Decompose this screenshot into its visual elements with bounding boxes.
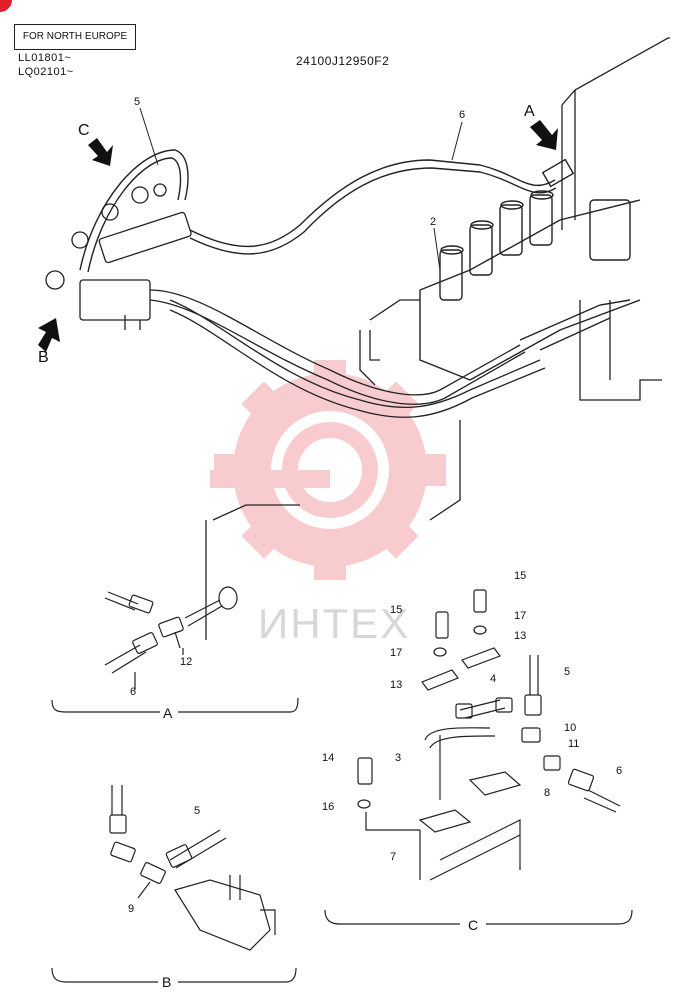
hose-6 <box>189 158 575 255</box>
arrow-c-icon <box>88 138 113 166</box>
serial-range-1: LL01801~ <box>18 52 72 64</box>
callout-5-detail-b: 5 <box>194 805 201 817</box>
callout-7: 7 <box>390 851 397 863</box>
callout-10: 10 <box>564 722 577 734</box>
arrow-b-icon <box>38 318 60 352</box>
watermark-text: ИНТЕХ <box>258 600 411 647</box>
serial-range-2: LQ02101~ <box>18 66 74 78</box>
callout-17-right: 17 <box>514 610 527 622</box>
callout-16: 16 <box>322 801 335 813</box>
callout-leaders <box>139 107 463 271</box>
callout-6-main: 6 <box>459 109 466 121</box>
callout-15-left: 15 <box>390 604 403 616</box>
watermark-logo <box>210 360 446 580</box>
view-b-label: B <box>38 349 49 366</box>
callout-13-left: 13 <box>390 679 403 691</box>
callout-6-detail-a: 6 <box>130 686 137 698</box>
detail-b-caption: B <box>162 974 172 990</box>
callout-12: 12 <box>180 656 193 668</box>
callout-4: 4 <box>490 673 497 685</box>
callout-8: 8 <box>544 787 551 799</box>
callout-3: 3 <box>395 752 402 764</box>
callout-6-detail-c: 6 <box>616 765 623 777</box>
detail-a-parts <box>51 586 299 713</box>
pipe-run <box>149 289 546 418</box>
callout-2: 2 <box>430 216 437 228</box>
callout-13-right: 13 <box>514 630 527 642</box>
detail-c-parts <box>324 589 633 925</box>
detail-b-parts <box>51 785 297 983</box>
machine-frame <box>205 37 670 640</box>
control-valve <box>419 190 641 381</box>
callout-17-left: 17 <box>390 647 403 659</box>
view-arrows <box>38 120 558 352</box>
callout-5-main: 5 <box>134 96 141 108</box>
arrow-a-icon <box>530 120 558 150</box>
region-box: FOR NORTH EUROPE <box>14 24 136 50</box>
detail-a-caption: A <box>163 705 173 721</box>
callout-11: 11 <box>568 738 580 750</box>
drawing-number: 24100J12950F2 <box>296 54 390 68</box>
callout-14: 14 <box>322 752 335 764</box>
detail-c-caption: C <box>468 917 479 933</box>
pilot-manifold <box>45 183 192 330</box>
hose-5 <box>79 149 189 273</box>
view-a-label: A <box>524 103 535 120</box>
callout-15-right: 15 <box>514 570 527 582</box>
view-c-label: C <box>78 122 90 139</box>
callout-5-detail-c: 5 <box>564 666 571 678</box>
callout-9: 9 <box>128 903 135 915</box>
